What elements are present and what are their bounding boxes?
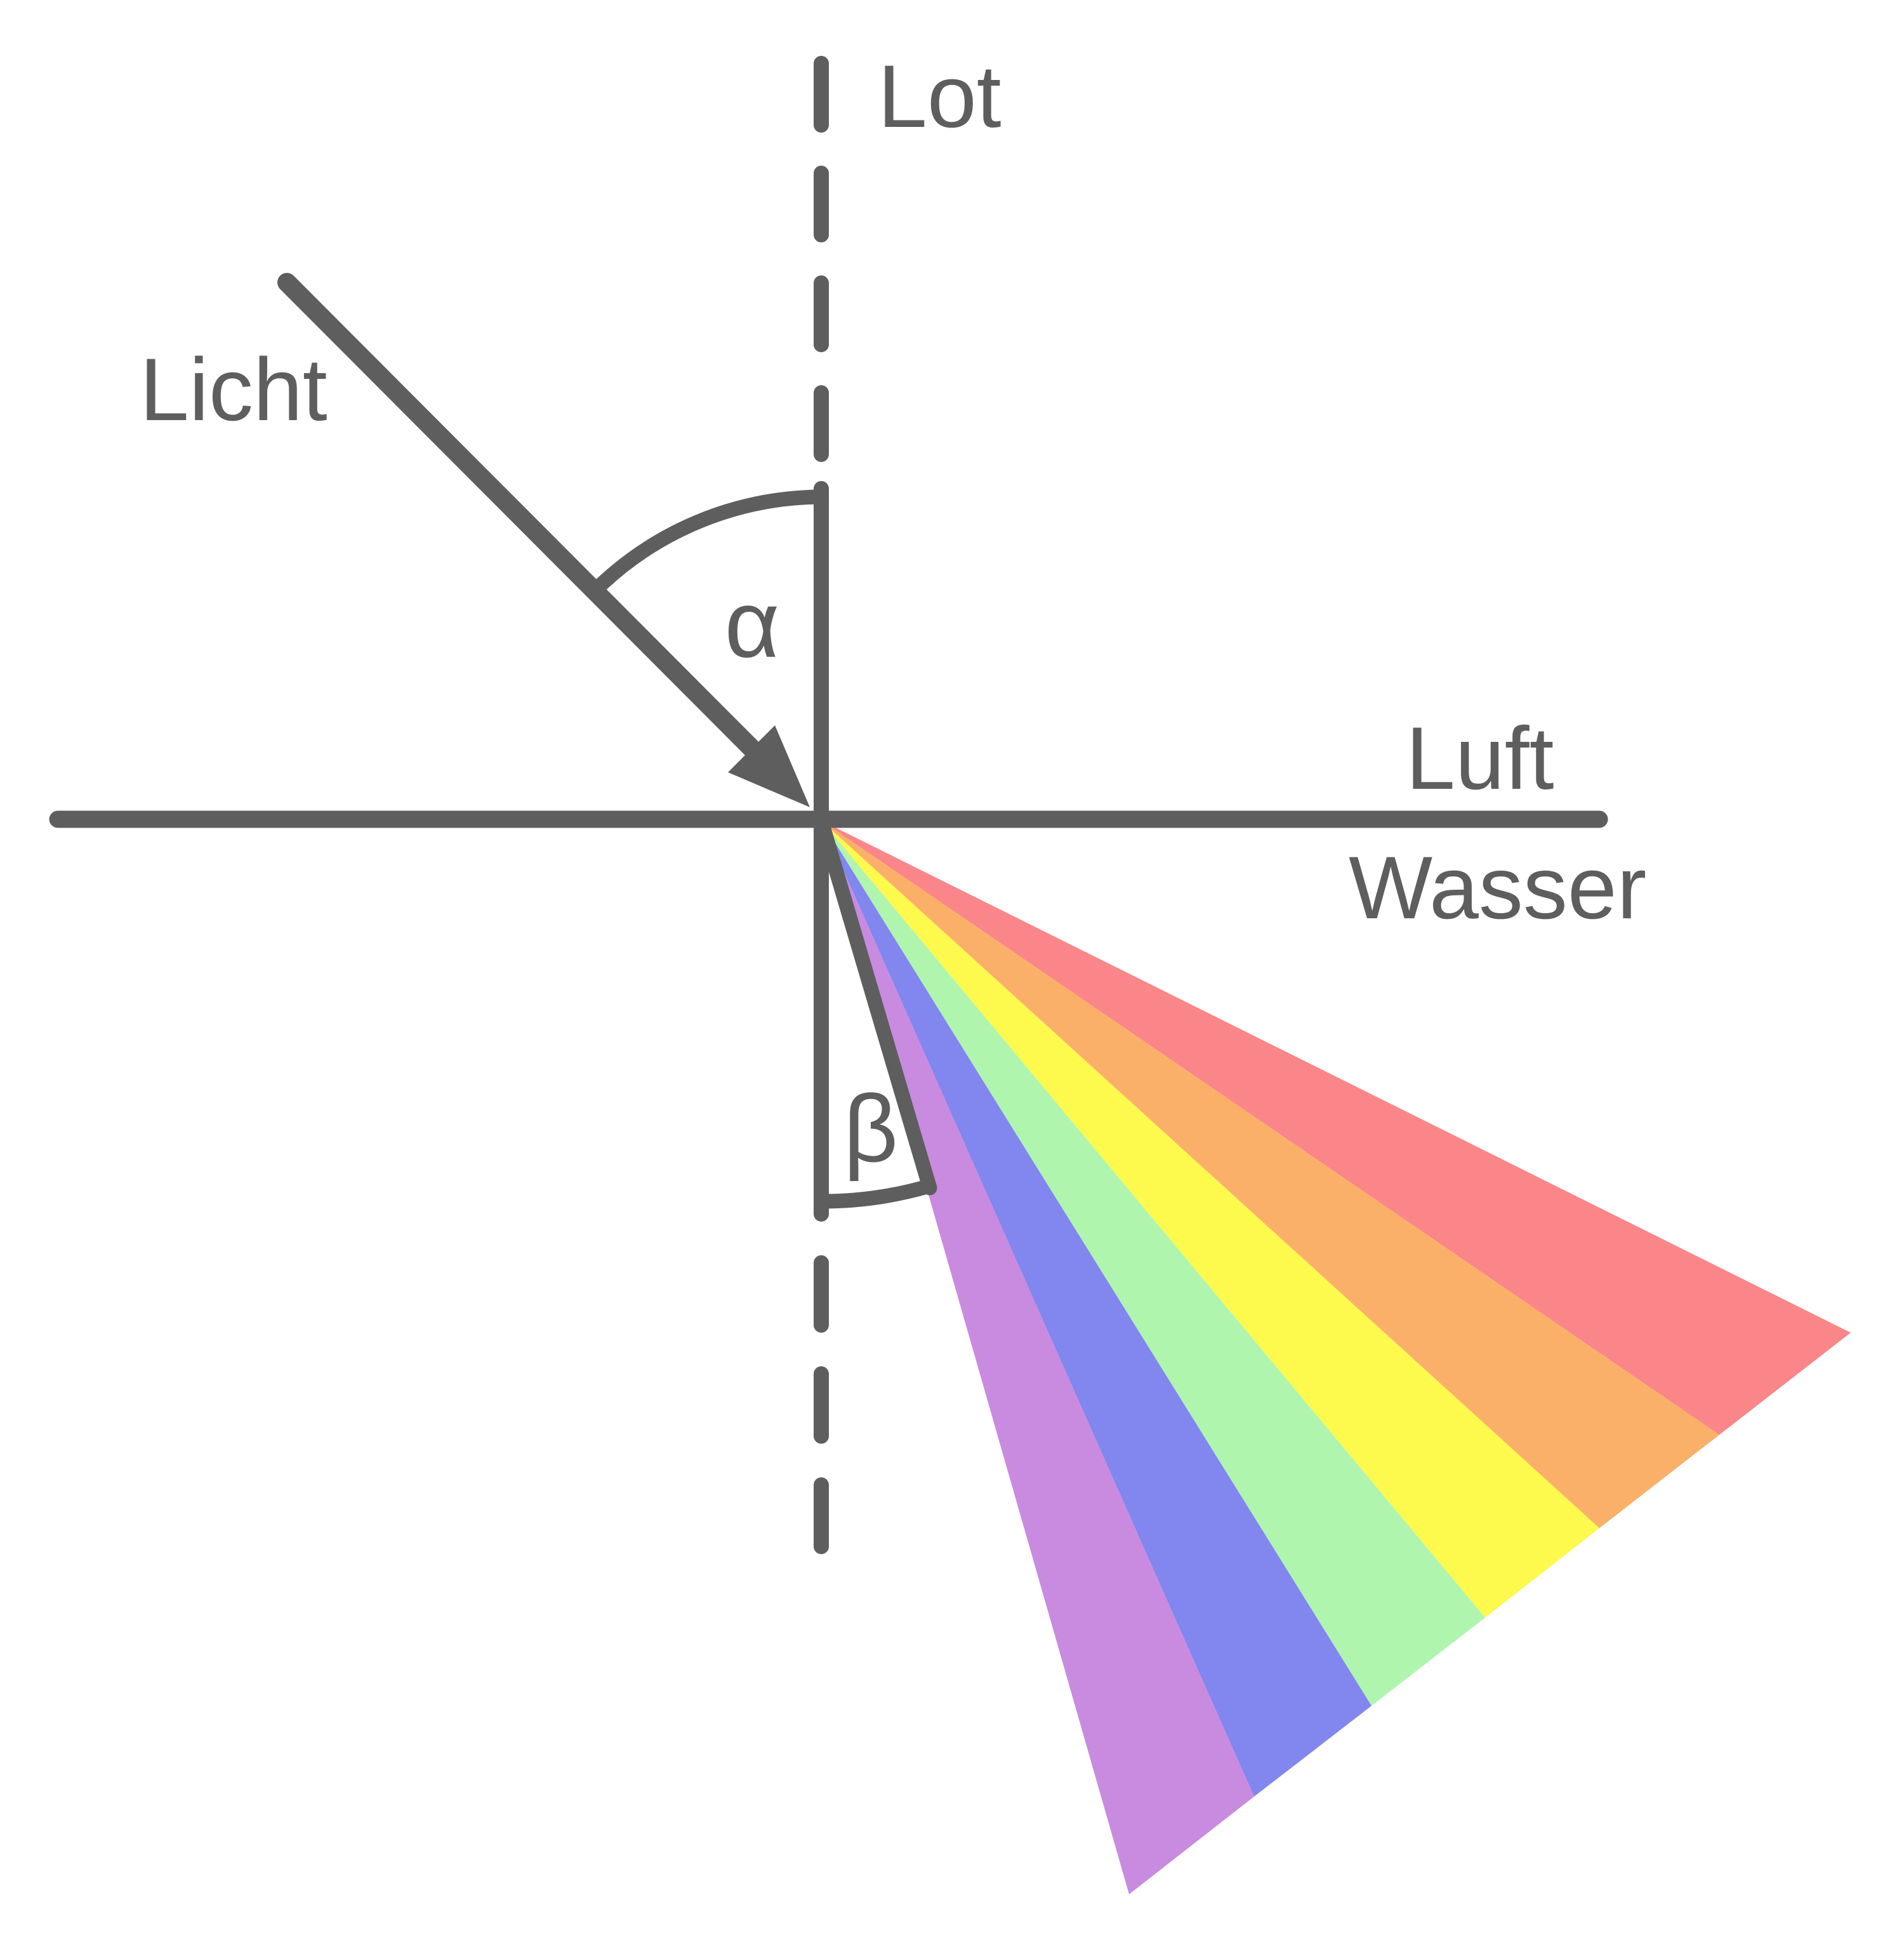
label-lower-medium: Wasser bbox=[1349, 838, 1646, 937]
spectrum-band-green bbox=[821, 821, 1485, 1706]
beta-angle-arc bbox=[814, 1178, 937, 1209]
label-normal: Lot bbox=[878, 46, 1002, 146]
label-angle-alpha: α bbox=[725, 571, 780, 677]
label-angle-beta: β bbox=[843, 1075, 898, 1182]
refracted-ray bbox=[814, 813, 937, 1196]
spectrum-band-red bbox=[821, 821, 1851, 1435]
incident-ray-arrowhead bbox=[728, 725, 810, 807]
spectrum-fan bbox=[821, 821, 1851, 1894]
spectrum-band-blue bbox=[821, 821, 1372, 1797]
label-upper-medium: Luft bbox=[1406, 708, 1554, 808]
spectrum-band-orange bbox=[821, 821, 1719, 1528]
label-light: Licht bbox=[140, 340, 327, 439]
incident-ray bbox=[277, 273, 777, 774]
alpha-angle-arc bbox=[586, 489, 829, 599]
construction-lines bbox=[49, 56, 1608, 1554]
spectrum-band-yellow bbox=[821, 821, 1599, 1618]
spectrum-band-violet bbox=[821, 821, 1254, 1894]
